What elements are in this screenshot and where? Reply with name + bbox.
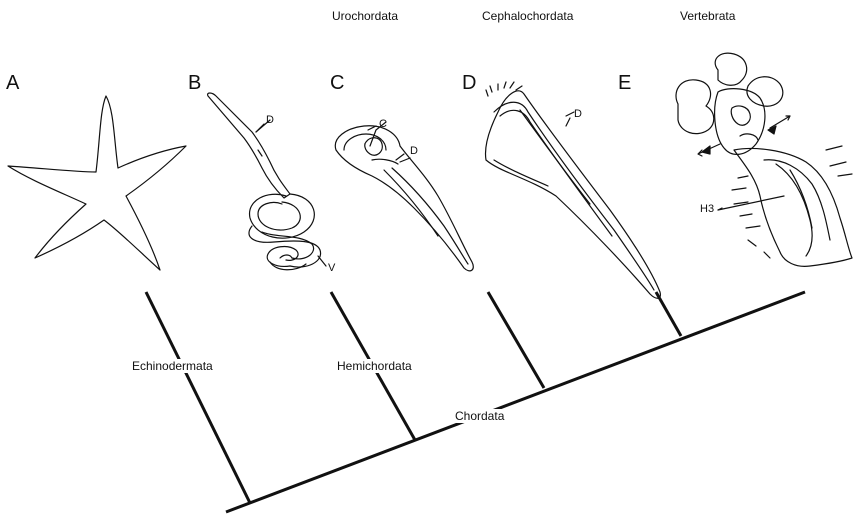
panel-letter-d: D bbox=[462, 72, 476, 95]
panel-letter-e: E bbox=[618, 72, 631, 95]
lancelet-drawing bbox=[486, 82, 661, 298]
label-urochordata: Urochordata bbox=[332, 9, 398, 23]
vertebrate-drawing bbox=[676, 53, 852, 266]
urochordata-branch bbox=[488, 292, 544, 388]
marker-b-v: V bbox=[328, 262, 335, 274]
label-chordata: Chordata bbox=[453, 409, 506, 423]
label-echinodermata: Echinodermata bbox=[130, 359, 215, 373]
label-cephalochordata: Cephalochordata bbox=[482, 9, 573, 23]
marker-b-d: D bbox=[266, 114, 274, 126]
cladogram bbox=[146, 292, 805, 512]
cephalochordata-branch bbox=[656, 292, 681, 336]
marker-d-d: D bbox=[574, 108, 582, 120]
panel-letter-b: B bbox=[188, 72, 201, 95]
label-vertebrata: Vertebrata bbox=[680, 9, 735, 23]
echinodermata-branch bbox=[146, 292, 250, 503]
tunicate-larva-drawing bbox=[335, 122, 473, 271]
label-hemichordata: Hemichordata bbox=[335, 359, 414, 373]
marker-e-h3: H3 bbox=[700, 203, 714, 215]
marker-c-c: C bbox=[379, 118, 387, 130]
panel-letter-c: C bbox=[330, 72, 344, 95]
marker-c-d: D bbox=[410, 145, 418, 157]
main-branch bbox=[226, 292, 805, 512]
starfish-drawing bbox=[8, 96, 186, 270]
panel-letter-a: A bbox=[6, 72, 19, 95]
